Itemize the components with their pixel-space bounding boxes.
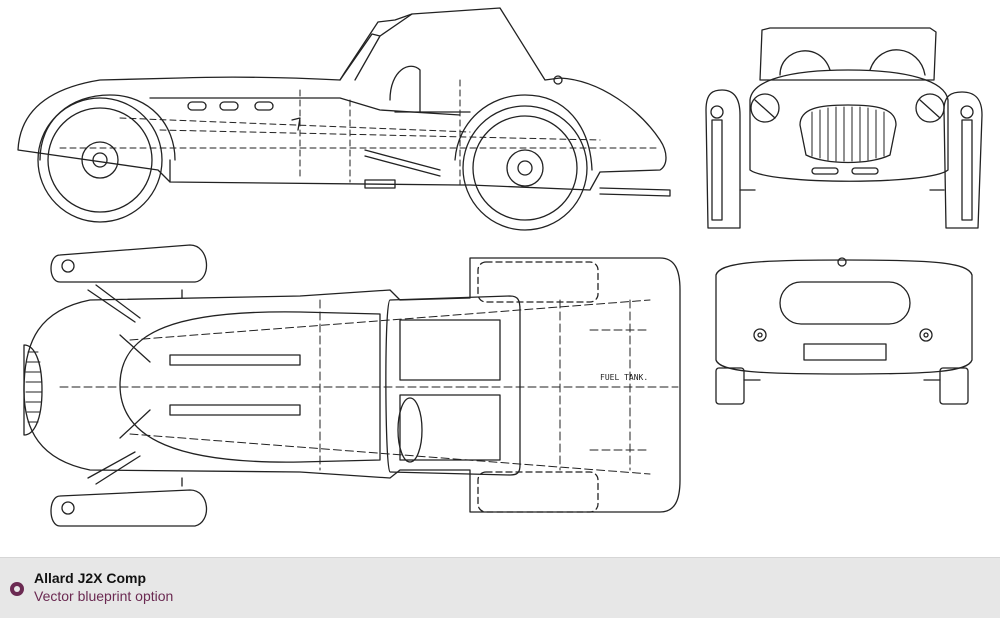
- top-view: FUEL TANK.: [23, 244, 681, 527]
- rear-view: [715, 257, 973, 405]
- front-view: [705, 27, 983, 229]
- fuel-tank-label: FUEL TANK.: [600, 373, 648, 382]
- blueprint-canvas: FUEL TANK.: [17, 7, 983, 527]
- option-radio-button[interactable]: [10, 582, 24, 596]
- model-title: Allard J2X Comp: [34, 570, 147, 586]
- side-view: [17, 7, 671, 231]
- option-subtitle[interactable]: Vector blueprint option: [34, 588, 174, 604]
- caption-bar: [0, 557, 1000, 618]
